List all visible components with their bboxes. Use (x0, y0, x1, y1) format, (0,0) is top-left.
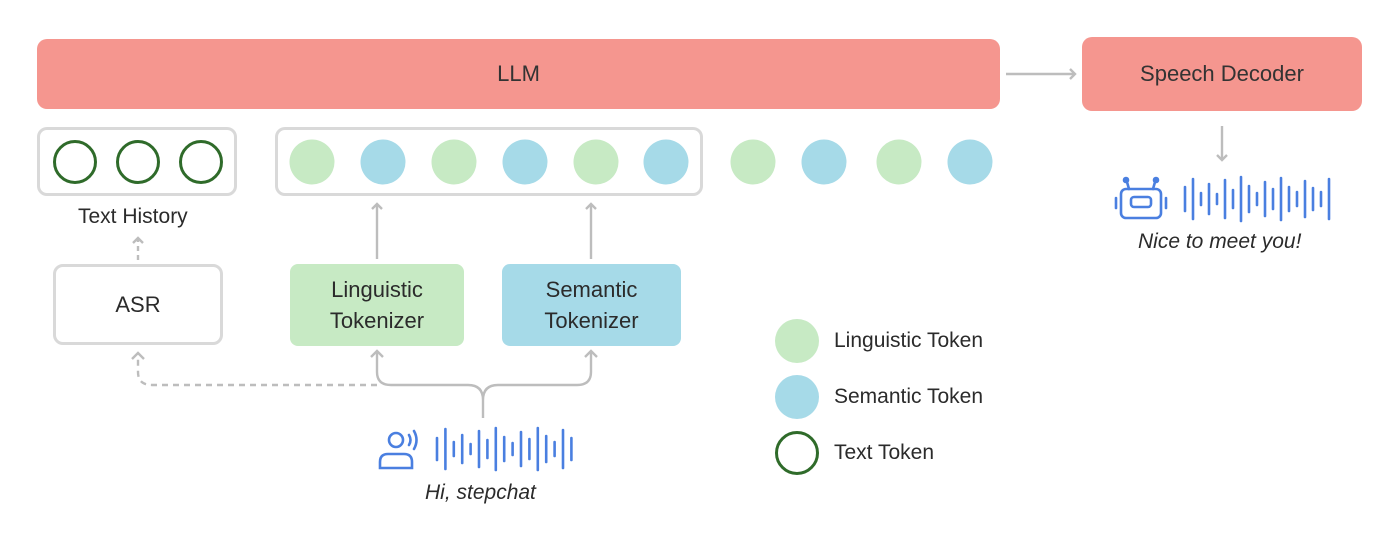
user-utterance: Hi, stepchat (425, 481, 536, 504)
asr-block: ASR (53, 264, 223, 345)
speech-decoder-label: Speech Decoder (1140, 61, 1304, 86)
semantic-tokenizer-line2: Tokenizer (544, 308, 639, 333)
text-token-3 (179, 140, 223, 184)
asr-input-arrowhead (131, 351, 145, 360)
legend-linguistic-swatch (775, 319, 819, 363)
legend-linguistic-label: Linguistic Token (834, 329, 984, 352)
llm-block: LLM (37, 39, 1000, 109)
semantic-input-arrowhead (584, 349, 598, 358)
user-speaking-icon (378, 429, 418, 470)
input-token-frame (275, 127, 703, 196)
linguistic-token-5 (573, 139, 619, 185)
token-row (289, 139, 993, 185)
robot-icon (1114, 176, 1168, 220)
semantic-tokenizer-line1: Semantic (545, 277, 638, 302)
semantic-token-10 (947, 139, 993, 185)
bot-utterance: Nice to meet you! (1138, 230, 1302, 253)
semantic-tokenizer-block: Semantic Tokenizer (502, 264, 681, 346)
text-token-1 (53, 140, 97, 184)
semantic-token-4 (502, 139, 548, 185)
linguistic-tokenizer-line1: Linguistic (331, 277, 423, 302)
bot-waveform-icon (1183, 175, 1331, 223)
semantic-token-6 (643, 139, 689, 185)
linguistic-tokenizer-block: Linguistic Tokenizer (290, 264, 464, 346)
input-to-asr-dashed (136, 353, 377, 387)
input-branch-lines (375, 351, 593, 418)
speech-decoder-block: Speech Decoder (1082, 37, 1362, 111)
legend-text-swatch (775, 431, 819, 475)
linguistic-token-7 (730, 139, 776, 185)
text-history-frame (37, 127, 237, 196)
linguistic-input-arrowhead (370, 349, 384, 358)
linguistic-tokenizer-line2: Tokenizer (329, 308, 425, 333)
legend-semantic-swatch (775, 375, 819, 419)
linguistic-token-9 (876, 139, 922, 185)
text-token-2 (116, 140, 160, 184)
linguistic-token-3 (431, 139, 477, 185)
linguistic-token-1 (289, 139, 335, 185)
text-history-label: Text History (78, 205, 188, 228)
user-waveform-icon (435, 426, 573, 472)
asr-label: ASR (115, 291, 161, 317)
legend-semantic-label: Semantic Token (834, 385, 984, 408)
text-history-row (53, 140, 223, 184)
semantic-token-8 (801, 139, 847, 185)
legend-text-label: Text Token (834, 441, 935, 464)
semantic-token-2 (360, 139, 406, 185)
llm-label: LLM (497, 61, 540, 86)
